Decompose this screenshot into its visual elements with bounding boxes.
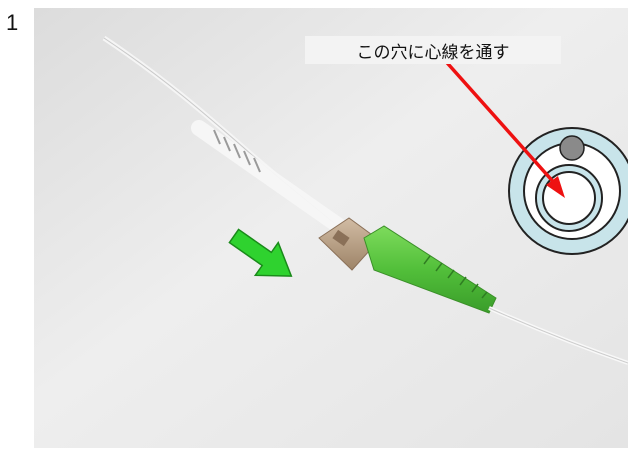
step-number: 1 bbox=[6, 10, 19, 35]
callout-label: この穴に心線を通す bbox=[305, 36, 561, 64]
diagram-dot bbox=[559, 135, 585, 161]
red-pointer-arrow-icon bbox=[439, 54, 565, 198]
sleeve-coil bbox=[213, 129, 261, 173]
photo-fiber-connector bbox=[34, 8, 628, 448]
protective-sleeve bbox=[191, 120, 347, 234]
green-boot bbox=[363, 225, 497, 314]
cross-section-diagram bbox=[508, 127, 628, 255]
green-arrow-icon bbox=[228, 228, 293, 277]
